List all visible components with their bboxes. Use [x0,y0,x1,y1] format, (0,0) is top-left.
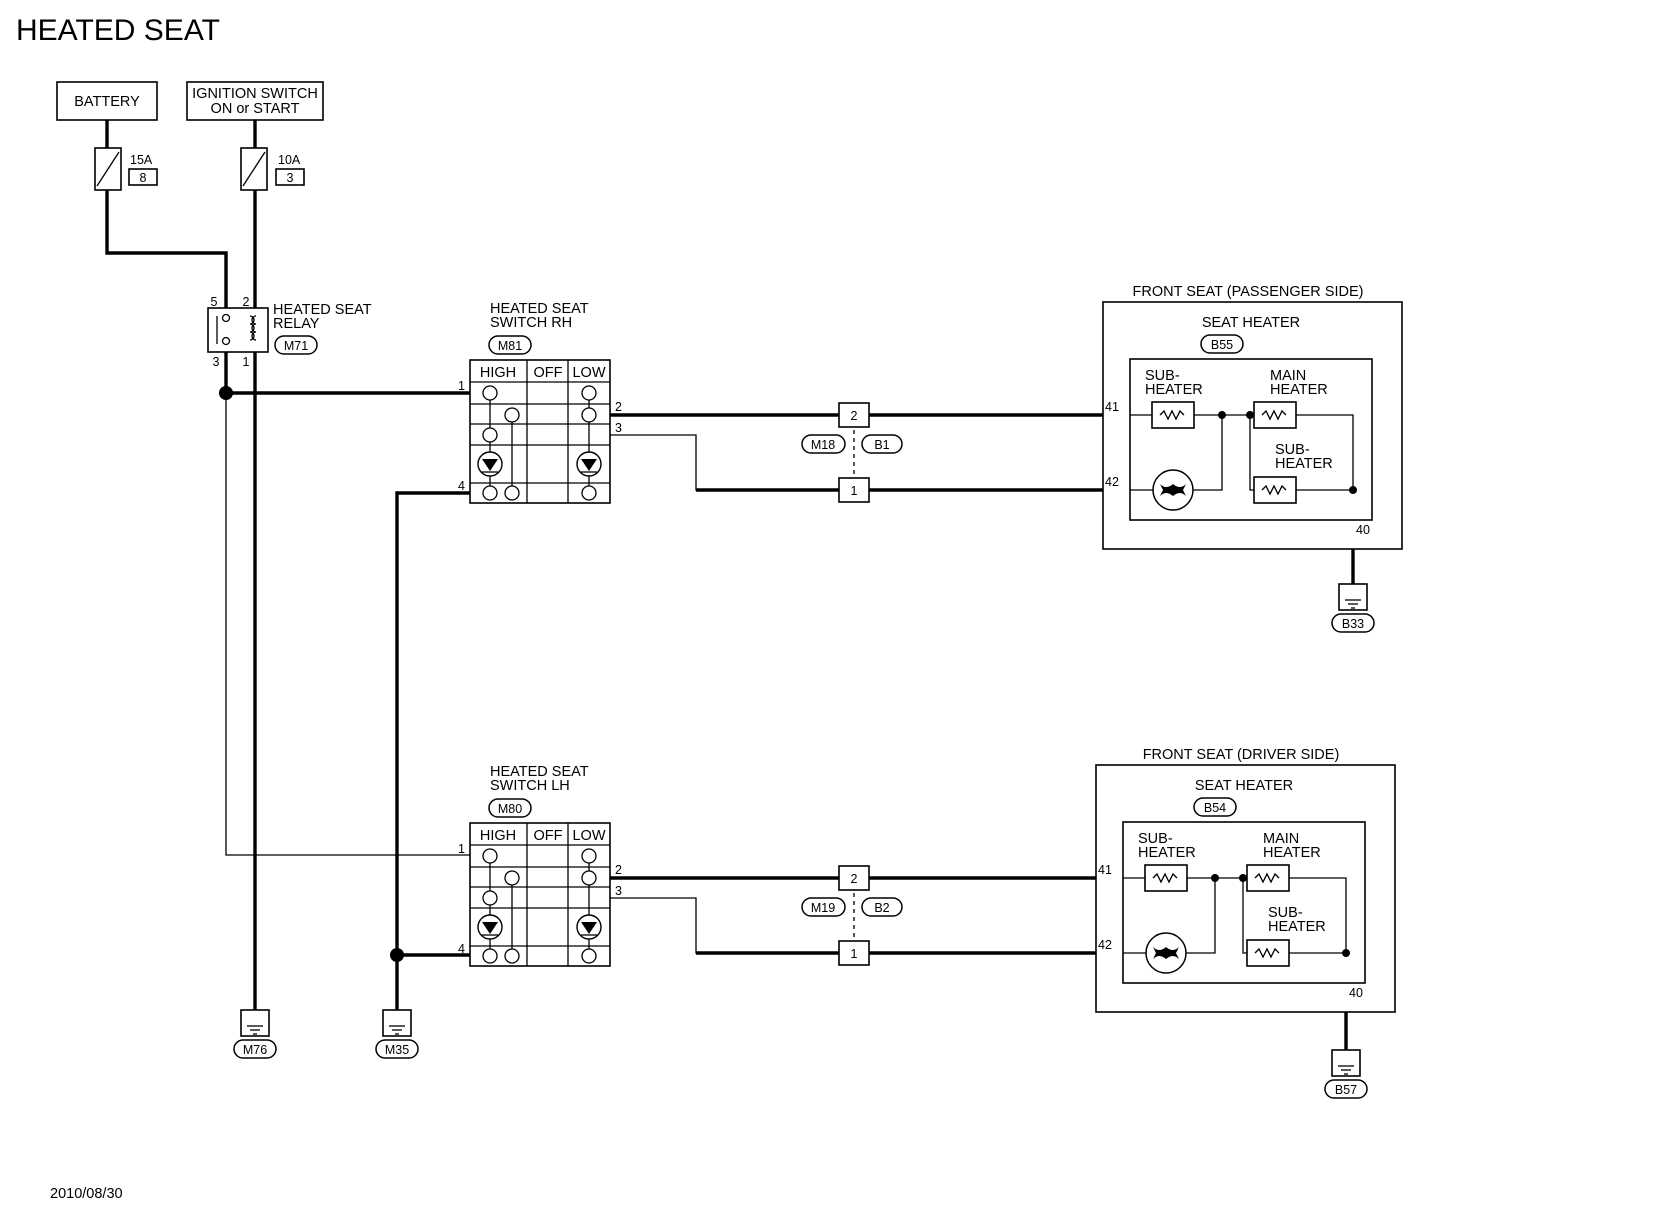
driver-pin-41: 41 [1098,863,1112,877]
switch-rh-pin-3: 3 [615,421,622,435]
diagram-title: HEATED SEAT [16,14,220,47]
heated-seat-relay: 5 2 3 1 HEATED SEAT RELAY M71 [207,295,372,369]
relay-pin-1: 1 [243,355,250,369]
driver-frame-label: FRONT SEAT (DRIVER SIDE) [1143,747,1340,763]
driver-main-line1: MAIN [1263,831,1299,847]
passenger-main-line2: HEATER [1270,382,1328,398]
switch-lh-name-line1: HEATED SEAT [490,764,589,780]
relay-name-line2: RELAY [273,316,320,332]
switch-lh-name-line2: SWITCH LH [490,778,570,794]
ignition-switch-box: IGNITION SWITCH ON or START [186,81,324,121]
heated-seat-switch-rh: HEATED SEAT SWITCH RH M81 HIGH OFF LOW [458,301,622,504]
joint-upper-left: M18 [811,438,835,452]
relay-pin-5: 5 [211,295,218,309]
switch-rh-pin-4: 4 [458,479,465,493]
joint-connector-lower: 2 1 M19 B2 [801,865,903,966]
switch-rh-high: HIGH [480,365,516,381]
ground-m35: M35 [375,1009,419,1059]
ignition-fuse-rating: 10A [278,153,301,167]
joint-connector-upper: 2 1 M18 B1 [801,402,903,503]
ground-b33-label: B33 [1342,617,1364,631]
joint-lower-pin-bottom: 1 [851,947,858,961]
battery-box: BATTERY [56,81,158,121]
switch-lh-connector: M80 [498,802,522,816]
switch-rh-pin-2: 2 [615,400,622,414]
heated-seat-switch-lh: HEATED SEAT SWITCH LH M80 HIGH OFF LOW [458,764,622,967]
joint-lower-left: M19 [811,901,835,915]
driver-sub1-line1: SUB- [1138,831,1173,847]
ground-m35-label: M35 [385,1043,409,1057]
switch-lh-pin-3: 3 [615,884,622,898]
passenger-pin-42: 42 [1105,475,1119,489]
passenger-sub2-line2: HEATER [1275,456,1333,472]
switch-lh-off: OFF [534,828,563,844]
junction-dots [219,386,404,962]
ground-m76-label: M76 [243,1043,267,1057]
ignition-fuse: 10A 3 [240,147,305,191]
driver-sub1-line2: HEATER [1138,845,1196,861]
driver-pin-40: 40 [1349,986,1363,1000]
passenger-sub1-line2: HEATER [1145,382,1203,398]
battery-fuse-number: 8 [140,171,147,185]
passenger-heater-label: SEAT HEATER [1202,315,1300,331]
ignition-label-line2: ON or START [211,101,300,117]
passenger-pin-41: 41 [1105,400,1119,414]
ignition-fuse-number: 3 [287,171,294,185]
passenger-sub1-line1: SUB- [1145,368,1180,384]
joint-lower-right: B2 [874,901,889,915]
relay-name-line1: HEATED SEAT [273,302,372,318]
ground-b57-label: B57 [1335,1083,1357,1097]
joint-upper-pin-bottom: 1 [851,484,858,498]
driver-sub2-line2: HEATER [1268,919,1326,935]
switch-rh-connector: M81 [498,339,522,353]
driver-sub2-line1: SUB- [1268,905,1303,921]
switch-rh-low: LOW [572,365,605,381]
passenger-sub2-line1: SUB- [1275,442,1310,458]
ignition-label-line1: IGNITION SWITCH [192,86,318,102]
passenger-main-line1: MAIN [1270,368,1306,384]
switch-lh-pin-1: 1 [458,842,465,856]
ground-b33: B33 [1331,583,1375,633]
battery-fuse: 15A 8 [94,147,158,191]
ground-b57: B57 [1324,1049,1368,1099]
diagram-date: 2010/08/30 [50,1186,123,1202]
passenger-heater-connector: B55 [1211,338,1233,352]
switch-rh-pin-1: 1 [458,379,465,393]
passenger-pin-40: 40 [1356,523,1370,537]
driver-heater-connector: B54 [1204,801,1226,815]
switch-lh-pin-2: 2 [615,863,622,877]
relay-connector: M71 [284,339,308,353]
ground-m76: M76 [233,1009,277,1059]
front-seat-driver: FRONT SEAT (DRIVER SIDE) SEAT HEATER B54… [1095,747,1396,1013]
driver-heater-label: SEAT HEATER [1195,778,1293,794]
relay-pin-3: 3 [213,355,220,369]
joint-upper-pin-top: 2 [851,409,858,423]
switch-lh-pin-4: 4 [458,942,465,956]
switch-lh-low: LOW [572,828,605,844]
switch-rh-name-line1: HEATED SEAT [490,301,589,317]
switch-rh-off: OFF [534,365,563,381]
joint-upper-right: B1 [874,438,889,452]
switch-rh-name-line2: SWITCH RH [490,315,572,331]
driver-main-line2: HEATER [1263,845,1321,861]
battery-label: BATTERY [74,94,140,110]
battery-fuse-rating: 15A [130,153,153,167]
relay-pin-2: 2 [243,295,250,309]
passenger-frame-label: FRONT SEAT (PASSENGER SIDE) [1133,284,1364,300]
switch-lh-high: HIGH [480,828,516,844]
front-seat-passenger: FRONT SEAT (PASSENGER SIDE) SEAT HEATER … [1102,284,1403,550]
joint-lower-pin-top: 2 [851,872,858,886]
driver-pin-42: 42 [1098,938,1112,952]
